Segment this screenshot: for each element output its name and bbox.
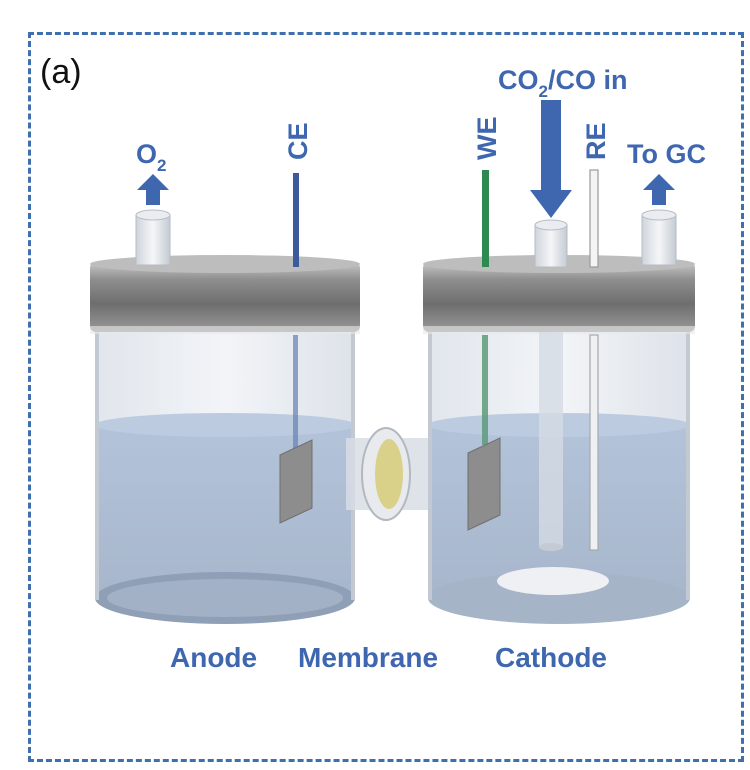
o2-out-arrow bbox=[137, 174, 169, 205]
gas-in-arrow bbox=[530, 100, 572, 218]
to-gc-label: To GC bbox=[627, 139, 706, 169]
cathode-cell bbox=[423, 209, 695, 624]
cathode-label: Cathode bbox=[495, 642, 607, 673]
membrane-label: Membrane bbox=[298, 642, 438, 673]
dashed-panel-border bbox=[28, 32, 744, 762]
anode-cell bbox=[90, 209, 360, 624]
to-gc-arrow bbox=[643, 174, 675, 205]
we-label: WE bbox=[472, 117, 502, 161]
reference-electrode bbox=[589, 169, 599, 551]
anode-label: Anode bbox=[170, 642, 257, 673]
re-label: RE bbox=[581, 122, 611, 160]
panel-label: (a) bbox=[40, 53, 82, 91]
counter-electrode bbox=[279, 173, 313, 524]
ce-label: CE bbox=[283, 122, 313, 160]
stir-bar bbox=[497, 567, 609, 595]
membrane-disc bbox=[375, 439, 403, 509]
co2-co-in-label: CO2/CO in bbox=[498, 65, 627, 101]
o2-label: O2 bbox=[136, 139, 166, 175]
working-electrode bbox=[467, 170, 501, 531]
